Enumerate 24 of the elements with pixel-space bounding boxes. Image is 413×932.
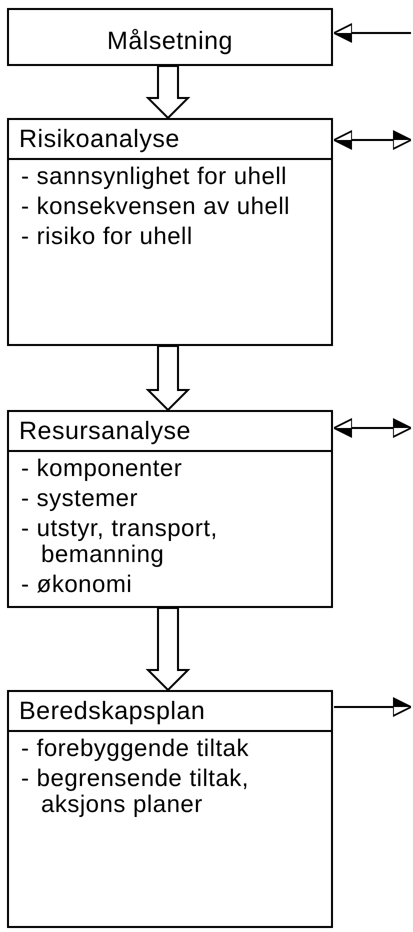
process-box xyxy=(7,690,333,928)
list-item: - sannsynlighet for uhell xyxy=(20,162,288,190)
list-item: - risiko for uhell xyxy=(20,222,194,250)
process-box xyxy=(7,410,333,608)
process-box xyxy=(7,8,333,66)
list-item: - økonomi xyxy=(20,570,134,598)
list-item: - begrensende tiltak, aksjons planer xyxy=(20,764,250,818)
block-arrow xyxy=(146,345,190,412)
list-item: - komponenter xyxy=(20,454,184,482)
list-item: - forebyggende tiltak xyxy=(20,734,250,762)
arrow xyxy=(333,23,411,43)
list-item: - systemer xyxy=(20,484,140,512)
list-item: - utstyr, transport, bemanning xyxy=(20,514,219,568)
box-heading: Målsetning xyxy=(106,26,234,57)
block-arrow xyxy=(146,65,190,120)
arrow xyxy=(333,418,412,438)
list-item: - konsekvensen av uhell xyxy=(20,192,291,220)
box-heading: Resursanalyse xyxy=(9,412,331,452)
arrow xyxy=(333,130,412,150)
block-arrow xyxy=(146,607,190,692)
process-box xyxy=(7,118,333,346)
box-heading: Risikoanalyse xyxy=(9,120,331,160)
box-heading: Beredskapsplan xyxy=(9,692,331,732)
arrow xyxy=(334,697,412,717)
